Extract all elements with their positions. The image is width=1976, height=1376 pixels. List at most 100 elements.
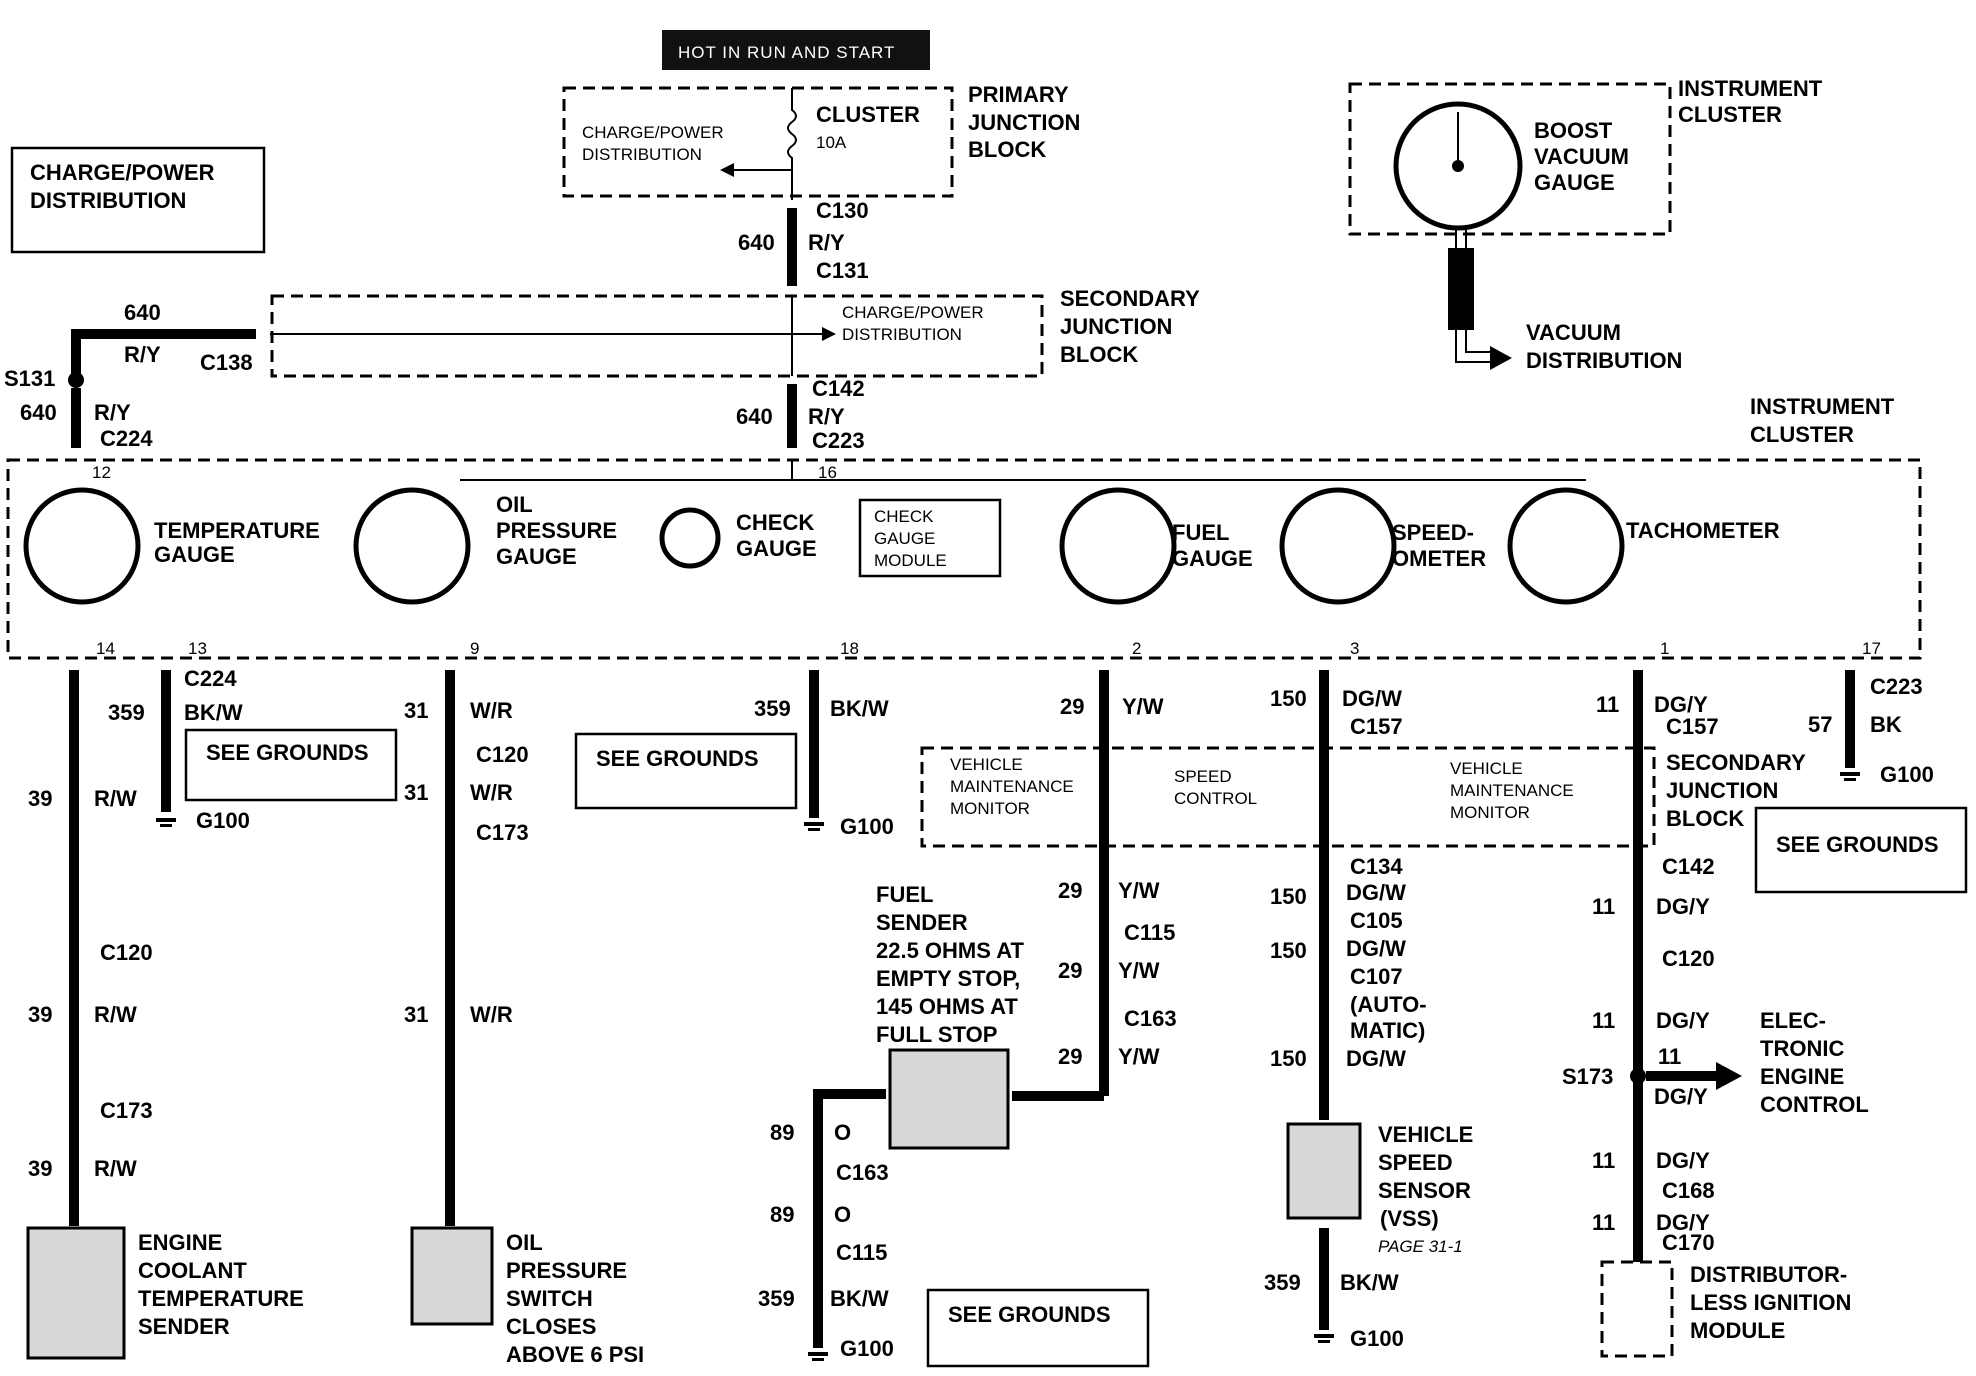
wire-num-11-b: 11 <box>1592 894 1615 919</box>
sec-jb-top-title-3: BLOCK <box>1060 342 1138 367</box>
sec-jb-top-title-1: SECONDARY <box>1060 286 1200 311</box>
eec-label-1: ELEC- <box>1760 1008 1826 1033</box>
conn-c131: C131 <box>816 258 869 283</box>
wire-num-640-b: 640 <box>124 300 161 325</box>
dis-label-1: DISTRIBUTOR- <box>1690 1262 1847 1287</box>
conn-c223-top: C223 <box>812 428 865 453</box>
vacuum-arrow <box>1490 346 1512 370</box>
conn-c107: C107 <box>1350 964 1403 989</box>
wire-num-150-b: 150 <box>1270 884 1307 909</box>
wire-color-bkw-d: BK/W <box>1340 1270 1399 1295</box>
boost-label-1: BOOST <box>1534 118 1613 143</box>
fuel-sender <box>888 1048 1010 1150</box>
wire-color-dgy-e: DG/Y <box>1656 1148 1710 1173</box>
fuse-symbol <box>787 88 797 200</box>
conn-c224-top: C224 <box>100 426 153 451</box>
wire-color-rw-c: R/W <box>94 1156 137 1181</box>
secondary-junction-block-bottom <box>920 746 1656 848</box>
header-tag <box>662 30 930 70</box>
ground-g100-c: G100 <box>840 1336 894 1361</box>
wire-color-ry-c: R/Y <box>94 400 131 425</box>
wire-color-ry-a: R/Y <box>808 230 845 255</box>
pin-1: 1 <box>1660 639 1669 658</box>
secondary-junction-block-top <box>270 294 1044 378</box>
wire-num-640-d: 640 <box>736 404 773 429</box>
wire-color-bkw-a: BK/W <box>184 700 243 725</box>
eec-arrow <box>1716 1062 1742 1090</box>
vss-label-1: VEHICLE <box>1378 1122 1473 1147</box>
wire-num-11-c: 11 <box>1592 1008 1615 1033</box>
see-grounds-box-3 <box>926 1288 1150 1368</box>
fuel-note-2: EMPTY STOP, <box>876 966 1020 991</box>
fuel-note-4: FULL STOP <box>876 1022 997 1047</box>
ops-note-1: CLOSES <box>506 1314 596 1339</box>
wire-color-wr-b: W/R <box>470 780 513 805</box>
see-grounds-1: SEE GROUNDS <box>206 740 369 765</box>
check-gauge-module <box>858 498 1002 578</box>
wire-num-150-d: 150 <box>1270 1046 1307 1071</box>
ops-label-2: PRESSURE <box>506 1258 627 1283</box>
conn-c130: C130 <box>816 198 869 223</box>
wire-num-11-f: 11 <box>1592 1210 1615 1235</box>
conn-c173-a: C173 <box>100 1098 153 1123</box>
wire-color-o-a: O <box>834 1120 851 1145</box>
splice-s131 <box>68 372 84 388</box>
check-gauge-label-2: GAUGE <box>736 536 817 561</box>
ect-label-1: ENGINE <box>138 1230 222 1255</box>
conn-c223-b: C223 <box>1870 674 1923 699</box>
pin-16: 16 <box>818 463 837 482</box>
fuel-note-3: 145 OHMS AT <box>876 994 1018 1019</box>
conn-c157-b: C157 <box>1666 714 1719 739</box>
wire-num-29-b: 29 <box>1058 878 1082 903</box>
wire-num-150-a: 150 <box>1270 686 1307 711</box>
ops-label-3: SWITCH <box>506 1286 593 1311</box>
vmm-left-2: MAINTENANCE <box>950 777 1074 796</box>
oil-gauge-label-2: PRESSURE <box>496 518 617 543</box>
wire-89 <box>813 1089 886 1348</box>
wire-color-dgy-c: DG/Y <box>1656 1008 1710 1033</box>
automatic-2: MATIC) <box>1350 1018 1425 1043</box>
vss-label-4: (VSS) <box>1380 1206 1439 1231</box>
wire-640-left <box>71 329 256 378</box>
temperature-gauge <box>23 487 141 605</box>
speedometer <box>1279 487 1397 605</box>
eec-label-2: TRONIC <box>1760 1036 1844 1061</box>
cgm-label-3: MODULE <box>874 551 947 570</box>
pin-14: 14 <box>96 639 115 658</box>
conn-c120-b: C120 <box>476 742 529 767</box>
vacuum-hose <box>1448 248 1474 330</box>
wire-num-359-a: 359 <box>108 700 145 725</box>
wire-num-359-b: 359 <box>754 696 791 721</box>
wire-color-dgy-f: DG/Y <box>1656 1210 1710 1235</box>
oil-pressure-switch <box>410 1226 494 1326</box>
wire-num-29-a: 29 <box>1060 694 1084 719</box>
wire-color-dgy-a: DG/Y <box>1654 692 1708 717</box>
ic-main-title-1: INSTRUMENT <box>1750 394 1895 419</box>
arrow-head-2 <box>822 327 836 341</box>
wire-num-39-c: 39 <box>28 1156 52 1181</box>
oil-gauge-label-3: GAUGE <box>496 544 577 569</box>
wire-color-dgw-c: DG/W <box>1346 936 1406 961</box>
ground-g100-e: G100 <box>1880 762 1934 787</box>
sec-jb-bottom-title-1: SECONDARY <box>1666 750 1806 775</box>
pin-17: 17 <box>1862 639 1881 658</box>
ic-main-title-2: CLUSTER <box>1750 422 1854 447</box>
ic-top-title-1: INSTRUMENT <box>1678 76 1823 101</box>
vss-page: PAGE 31-1 <box>1378 1237 1463 1256</box>
vacuum-dist-2: DISTRIBUTION <box>1526 348 1682 373</box>
wire-num-640-c: 640 <box>20 400 57 425</box>
conn-c173-b: C173 <box>476 820 529 845</box>
check-gauge-lamp <box>659 507 721 569</box>
conn-c105: C105 <box>1350 908 1403 933</box>
wire-color-dgw-a: DG/W <box>1342 686 1402 711</box>
instrument-cluster-main <box>6 458 1922 660</box>
boost-hub <box>1452 160 1464 172</box>
splice-s173 <box>1630 1068 1646 1084</box>
conn-c138: C138 <box>200 350 253 375</box>
wire-num-89-b: 89 <box>770 1202 794 1227</box>
eec-label-4: CONTROL <box>1760 1092 1869 1117</box>
wire-color-yw-b: Y/W <box>1118 878 1160 903</box>
wire-num-11-a: 11 <box>1596 692 1619 717</box>
speedo-label-2: OMETER <box>1392 546 1486 571</box>
